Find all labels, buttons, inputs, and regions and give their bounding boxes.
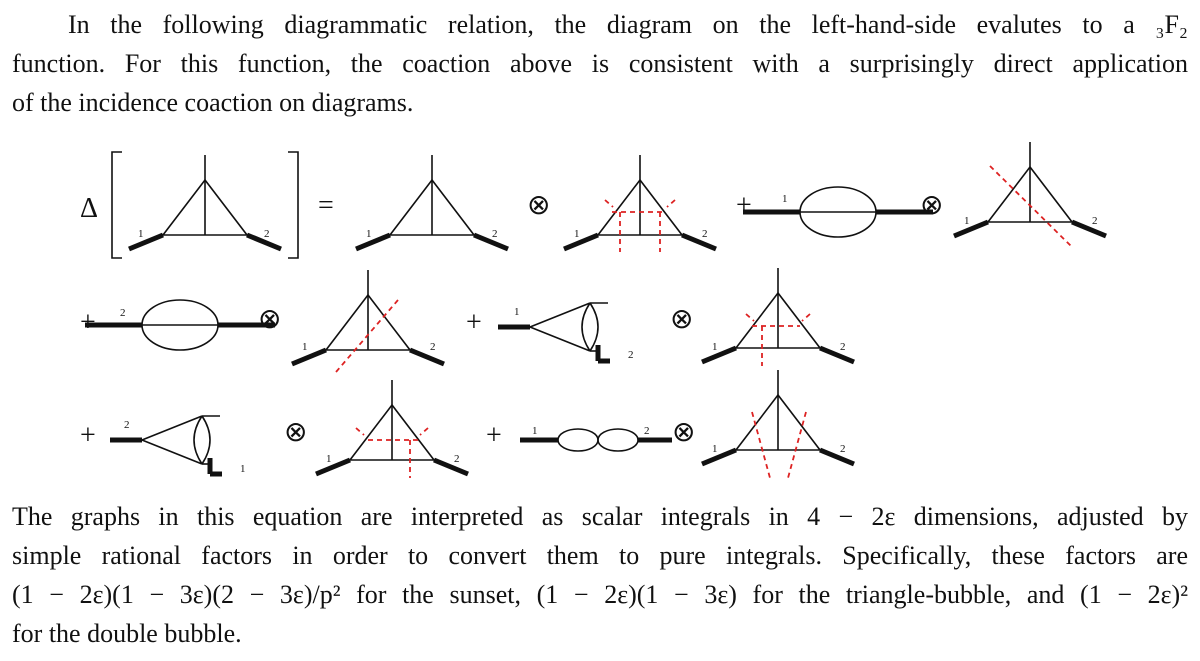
double-bubble-diagram [520, 428, 672, 452]
cut-lines [604, 199, 676, 252]
leg-label: 1 [574, 228, 580, 240]
explanation-line-4: for the double bubble. [12, 619, 242, 648]
leg-label: 1 [326, 453, 332, 465]
leg-label: 2 [840, 341, 846, 353]
triangle-cut-diagram [564, 155, 716, 249]
leg-label: 1 [964, 215, 970, 227]
leg-label: 2 [264, 228, 270, 240]
leg-label: 2 [430, 341, 436, 353]
sunset-diagram [743, 187, 933, 237]
cut-lines [751, 411, 807, 479]
otimes-symbol: ⊗ [672, 417, 695, 448]
leg-label: 2 [1092, 215, 1098, 227]
cut-line [335, 299, 399, 373]
otimes-symbol: ⊗ [670, 304, 693, 335]
left-bracket [111, 151, 122, 259]
equals-sign: = [318, 190, 334, 221]
leg-label: 1 [302, 341, 308, 353]
otimes-symbol: ⊗ [284, 417, 307, 448]
plus-sign: + [80, 420, 96, 451]
cut-lines [745, 313, 811, 366]
triangle-cut-diagram [702, 268, 854, 362]
otimes-symbol: ⊗ [920, 190, 943, 221]
explanation-line-1: The graphs in this equation are interpre… [12, 502, 1188, 531]
plus-sign: + [486, 420, 502, 451]
leg-label: 1 [514, 306, 520, 318]
leg-label: 1 [366, 228, 372, 240]
triangle-cut-diagram [292, 270, 444, 364]
cut-lines [355, 427, 429, 478]
leg-label: 2 [454, 453, 460, 465]
leg-label: 2 [120, 307, 126, 319]
intro-line-1: In the following diagrammatic relation, … [68, 10, 1188, 39]
leg-label: 1 [532, 425, 538, 437]
leg-label: 1 [712, 341, 718, 353]
explanation-line-3: (1 − 2ε)(1 − 3ε)(2 − 3ε)/p² for the suns… [12, 580, 1188, 609]
triangle-cut-diagram [316, 380, 468, 474]
cut-line [989, 165, 1074, 249]
leg-label: 2 [124, 419, 130, 431]
leg-label: 1 [240, 463, 246, 475]
delta-symbol: Δ [80, 193, 98, 224]
leg-label: 1 [712, 443, 718, 455]
leg-label: 1 [138, 228, 144, 240]
leg-label: 1 [782, 193, 788, 205]
leg-label: 2 [644, 425, 650, 437]
plus-sign: + [736, 190, 752, 221]
sunset-diagram [85, 300, 275, 350]
leg-label: 2 [702, 228, 708, 240]
leg-label: 2 [840, 443, 846, 455]
explanation-line-2: simple rational factors in order to conv… [12, 541, 1188, 570]
triangle-cut-diagram [702, 370, 854, 464]
explanation-paragraph: The graphs in this equation are interpre… [12, 497, 1188, 653]
intro-line-2: function. For this function, the coactio… [12, 49, 1188, 78]
leg-label: 2 [492, 228, 498, 240]
triangle-diagram [356, 155, 508, 249]
intro-line-3: of the incidence coaction on diagrams. [12, 88, 414, 117]
otimes-symbol: ⊗ [258, 304, 281, 335]
triangle-cut-diagram [954, 142, 1106, 236]
coaction-diagram-equation: Δ 1 2 = 1 2 ⊗ 1 2 + 1 ⊗ 1 2 + 2 [80, 140, 1200, 479]
plus-sign: + [466, 307, 482, 338]
right-bracket [288, 151, 299, 259]
otimes-symbol: ⊗ [527, 190, 550, 221]
intro-paragraph: In the following diagrammatic relation, … [12, 5, 1188, 122]
leg-label: 2 [628, 349, 634, 361]
lhs-triangle-diagram [129, 155, 281, 249]
